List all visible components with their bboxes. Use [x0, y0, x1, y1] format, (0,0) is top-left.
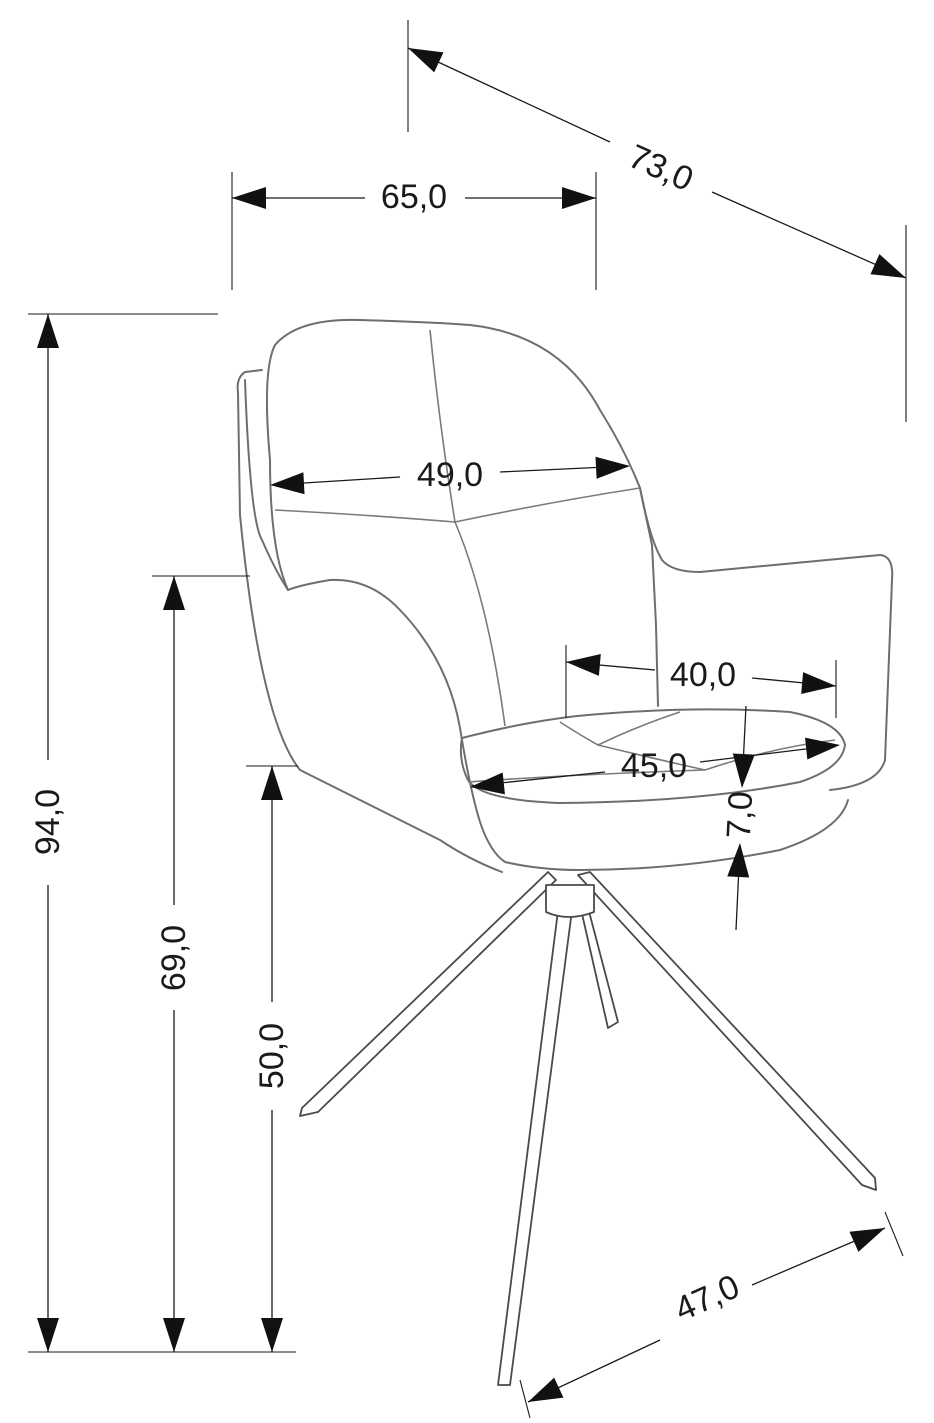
label-seat-depth: 40,0: [670, 656, 736, 694]
dimension-backrest-width: 49,0: [269, 455, 631, 496]
back-outer-shell: [236, 369, 503, 873]
label-leg-span: 47,0: [669, 1267, 745, 1329]
dimension-depth-overall: 73,0: [403, 20, 911, 422]
label-depth-overall: 73,0: [623, 137, 699, 199]
dimension-seat-thickness: 7,0: [720, 705, 760, 931]
back-seam-vertical-lower: [454, 521, 506, 727]
dimension-armrest-height: 69,0: [152, 575, 250, 1352]
label-armrest-height: 69,0: [155, 925, 193, 991]
leg-rear-right: [579, 899, 619, 1029]
dimension-seat-width: 45,0: [468, 734, 842, 798]
label-seat-height: 50,0: [253, 1023, 291, 1089]
dimension-height-overall: 94,0: [28, 313, 296, 1353]
dimension-seat-depth: 40,0: [565, 645, 837, 718]
seat-seam-2: [597, 739, 836, 771]
left-armrest-front: [287, 578, 849, 871]
right-armrest: [661, 554, 894, 791]
label-seat-thickness: 7,0: [720, 790, 760, 839]
dimension-seat-height: 50,0: [246, 765, 298, 1352]
label-width-overall: 65,0: [381, 178, 447, 216]
leg-front-left: [299, 871, 557, 1117]
left-shell-side: [244, 379, 289, 591]
seat-cushion: [459, 708, 846, 804]
leg-front-center: [497, 894, 575, 1386]
left-inner-back-edge: [269, 459, 289, 591]
chair-drawing: [236, 318, 894, 1386]
dimension-width-overall: 65,0: [231, 172, 597, 290]
backrest-cushion: [265, 318, 663, 561]
label-height-overall: 94,0: [29, 789, 67, 855]
back-seam-vertical-upper: [429, 329, 456, 523]
dimension-leg-span: 47,0: [519, 1211, 904, 1419]
seat-seam-1: [559, 711, 681, 746]
label-backrest-width: 49,0: [417, 456, 483, 494]
right-armrest-inner: [639, 487, 659, 707]
label-seat-width: 45,0: [621, 747, 687, 785]
chair-legs: [299, 871, 877, 1386]
swivel-hub: [545, 884, 595, 918]
leg-front-right: [577, 871, 877, 1191]
